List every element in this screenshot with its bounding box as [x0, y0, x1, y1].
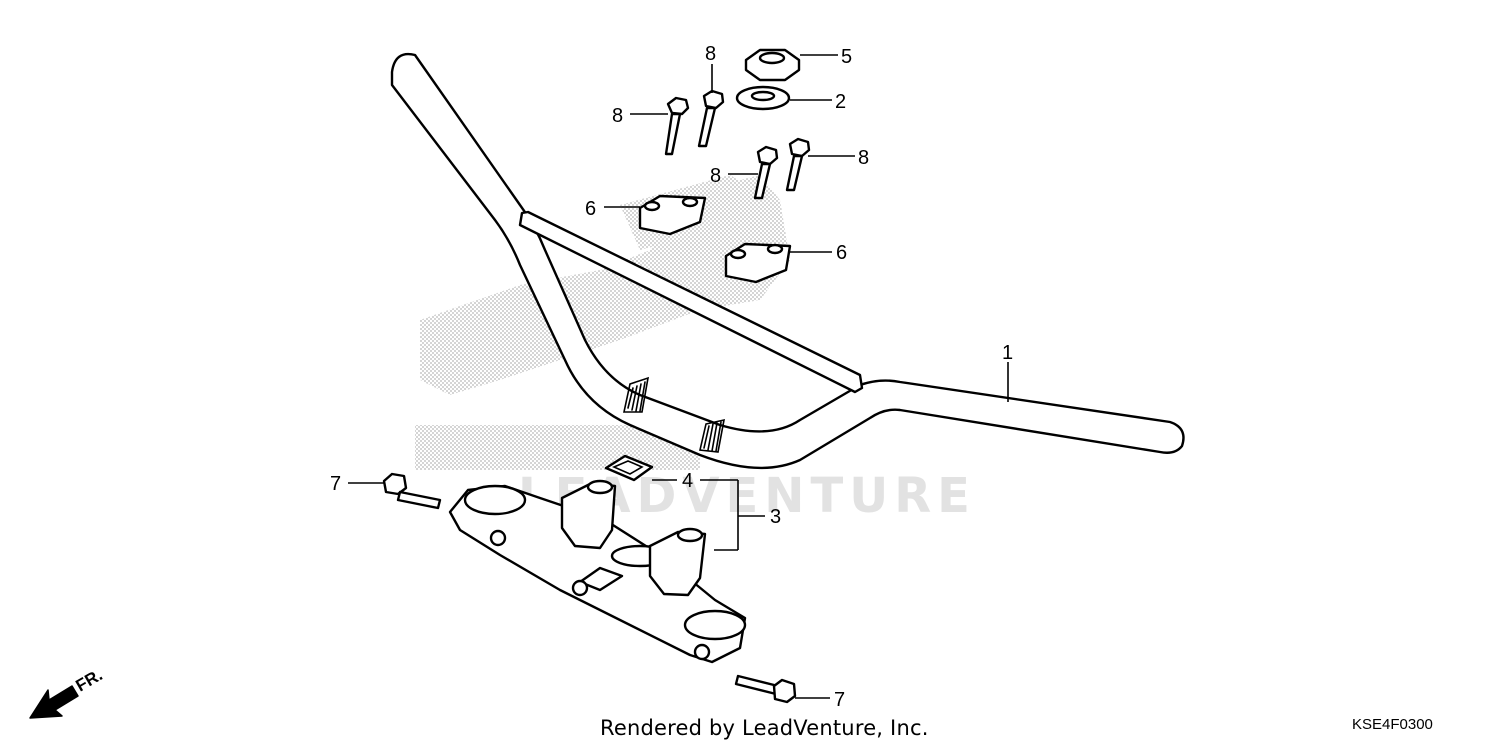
- bolt-8-left: [664, 96, 690, 156]
- callout-bolt-7-left: 7: [330, 473, 341, 495]
- handlebar-knurl-right: [699, 418, 726, 453]
- bottom-bridge-clamp-right: [683, 609, 747, 641]
- nut: [744, 48, 801, 82]
- front-arrow-icon: [29, 685, 79, 719]
- callout-handlebar: 1: [1002, 342, 1013, 364]
- bolt-7-bottom: [734, 674, 797, 704]
- callout-holder-lower: 6: [836, 242, 847, 264]
- callout-bolt-8-mid: 8: [710, 165, 721, 187]
- handlebar-crossbar: [518, 210, 864, 394]
- bolt-8-mid: [753, 145, 779, 200]
- riser-left: [560, 482, 617, 550]
- callout-bracket-4: 4: [682, 470, 693, 492]
- callout-bottom-bridge: 3: [770, 506, 781, 528]
- bottom-bridge-clamp-left: [463, 484, 527, 516]
- handlebar-tube: [390, 52, 1185, 470]
- bottom-bridge: [448, 479, 747, 664]
- bolt-8-right: [785, 137, 811, 192]
- bolt-7-left: [382, 472, 442, 510]
- callout-bolt-8-left: 8: [612, 105, 623, 127]
- callout-bolt-8-top: 8: [705, 43, 716, 65]
- holder-lower: [724, 242, 792, 284]
- holder-upper: [638, 194, 707, 236]
- bottom-bridge-cutout: [578, 566, 624, 592]
- bolt-8-top: [697, 89, 725, 148]
- callout-bolt-7-bottom: 7: [834, 689, 845, 711]
- front-direction-marker: FR.: [29, 665, 106, 719]
- callout-holder-upper: 6: [585, 198, 596, 220]
- bracket-4: [604, 454, 654, 482]
- handlebar: [390, 52, 1185, 470]
- callout-bolt-8-right: 8: [858, 147, 869, 169]
- front-marker-label: FR.: [73, 665, 106, 695]
- render-credit: Rendered by LeadVenture, Inc.: [600, 716, 929, 740]
- diagram-code: KSE4F0300: [1352, 716, 1433, 733]
- callouts: 5 2 8 8 8 8 6 6 1 4 3 7 7: [330, 43, 1013, 711]
- washer: [735, 85, 791, 111]
- callout-washer: 2: [835, 91, 846, 113]
- callout-nut: 5: [841, 46, 852, 68]
- leader-lines: [348, 54, 1009, 699]
- handlebar-knurl-left: [623, 376, 650, 413]
